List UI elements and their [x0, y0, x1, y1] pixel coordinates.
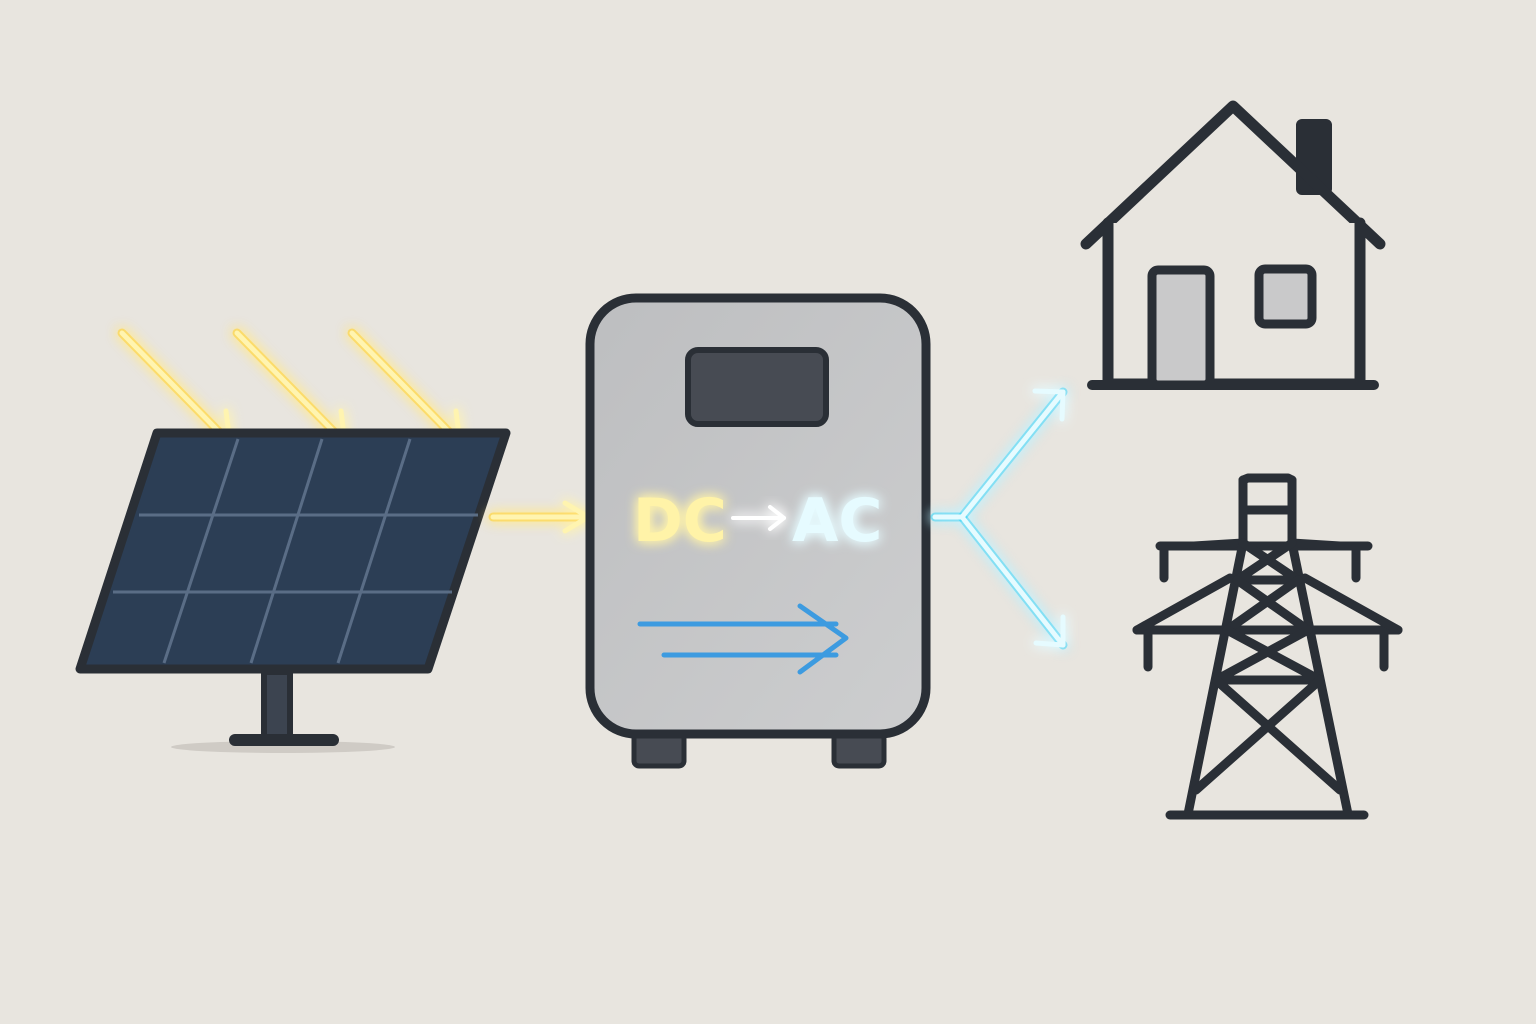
conversion-arrow: [731, 505, 786, 531]
inverter-flow-arrows: [637, 603, 849, 675]
sun-ray-arrow-icon: [117, 328, 235, 448]
inverter-display: [685, 347, 829, 427]
house-door: [1147, 265, 1215, 390]
ac-label: AC: [792, 486, 882, 556]
house-icon: [1080, 100, 1386, 390]
sun-rays: [117, 328, 465, 448]
conversion-label: DC AC: [633, 486, 882, 556]
power-pylon-icon: [1132, 473, 1403, 820]
sun-ray-arrow-icon: [347, 328, 465, 448]
dc-label: DC: [633, 486, 727, 556]
panel-stand: [261, 669, 293, 741]
panel-shadow: [171, 741, 395, 753]
ac-arrow-to-grid: [959, 514, 1066, 648]
panel-grid: [113, 438, 478, 664]
solar-panel-icon: [75, 428, 511, 753]
dc-flow-arrow: [488, 500, 593, 534]
house-window: [1254, 264, 1317, 329]
inverter-foot-right: [831, 731, 887, 769]
inverter-icon: DC AC: [585, 293, 931, 769]
panel-body: [75, 428, 511, 674]
house-roof: [1080, 100, 1386, 250]
ac-output-arrows: [930, 387, 1068, 650]
panel-base: [229, 734, 339, 746]
sun-ray-arrow-icon: [232, 328, 350, 448]
inverter-foot-left: [631, 731, 687, 769]
house-walls: [1102, 217, 1366, 390]
